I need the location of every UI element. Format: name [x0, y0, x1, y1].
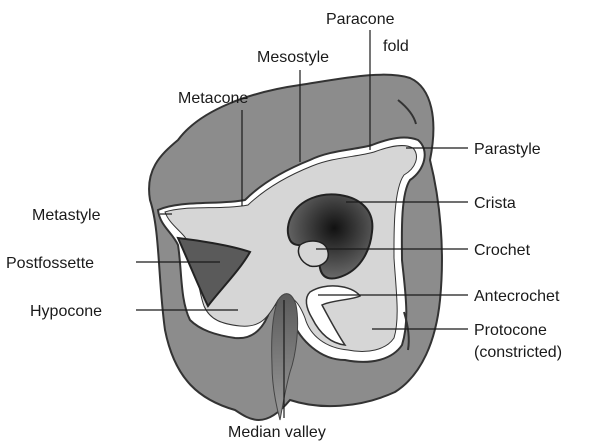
label-paracone-2: fold: [383, 38, 409, 55]
label-metastyle: Metastyle: [32, 207, 101, 224]
label-crochet: Crochet: [474, 242, 531, 259]
label-mesostyle: Mesostyle: [257, 49, 329, 66]
label-hypocone: Hypocone: [30, 303, 102, 320]
label-antecrochet: Antecrochet: [474, 288, 560, 305]
label-median-valley: Median valley: [228, 424, 326, 441]
label-protocone-2: (constricted): [474, 344, 562, 361]
label-postfossette: Postfossette: [6, 255, 94, 272]
label-parastyle: Parastyle: [474, 141, 541, 158]
label-paracone-1: Paracone: [326, 11, 395, 28]
label-metacone: Metacone: [178, 90, 248, 107]
label-crista: Crista: [474, 195, 516, 212]
label-protocone-1: Protocone: [474, 322, 547, 339]
